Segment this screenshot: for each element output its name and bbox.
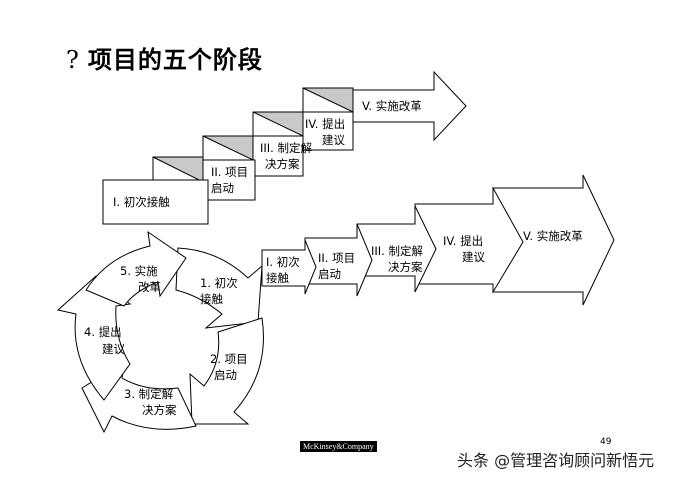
cycle-label-1a: 1. 初次 xyxy=(200,276,238,290)
cycle-segment-2 xyxy=(189,317,264,425)
arrow-step-1 xyxy=(261,239,317,295)
arrow-label-1b: 接触 xyxy=(266,271,289,285)
staircase-diagram xyxy=(102,70,467,225)
watermark-text: 头条 @管理咨询顾问新悟元 xyxy=(457,451,655,470)
arrow-sequence xyxy=(261,174,615,306)
arrow-label-4a: IV. 提出 xyxy=(443,234,483,248)
stair-label-3b: 决方案 xyxy=(265,157,300,171)
arrow-label-1a: I. 初次 xyxy=(266,255,300,269)
title-text: 项目的五个阶段 xyxy=(87,46,263,74)
cycle-label-3a: 3. 制定解 xyxy=(124,387,174,401)
stair-label-5: V. 实施改革 xyxy=(362,99,422,113)
cycle-label-2b: 启动 xyxy=(214,368,237,382)
cycle-label-5b: 改革 xyxy=(138,280,161,294)
cycle-diagram xyxy=(56,230,264,434)
page-title: ?项目的五个阶段 xyxy=(66,40,263,75)
arrow-step-3 xyxy=(356,205,437,293)
arrow-step-4 xyxy=(414,186,524,294)
title-marker: ? xyxy=(66,46,80,74)
cycle-segment-4 xyxy=(56,275,132,401)
page-number: 49 xyxy=(600,437,612,447)
cycle-label-3b: 决方案 xyxy=(142,403,177,417)
stair-step-1 xyxy=(102,179,209,225)
stair-label-1: I. 初次接触 xyxy=(113,195,170,209)
cycle-label-1b: 接触 xyxy=(200,292,223,306)
arrow-step-2 xyxy=(304,223,373,297)
arrow-label-2a: II. 项目 xyxy=(318,251,355,265)
cycle-label-2a: 2. 项目 xyxy=(210,352,248,366)
arrow-step-5 xyxy=(492,174,615,306)
stair-label-2a: II. 项目 xyxy=(211,165,248,179)
stair-label-4a: IV. 提出 xyxy=(305,117,345,131)
company-logo: McKinsey&Company xyxy=(300,441,377,452)
arrow-label-2b: 启动 xyxy=(318,267,341,281)
stair-label-3a: III. 制定解 xyxy=(260,141,312,155)
cycle-label-4a: 4. 提出 xyxy=(84,325,122,339)
arrow-label-4b: 建议 xyxy=(462,250,485,264)
arrow-label-3a: III. 制定解 xyxy=(371,244,423,258)
arrow-label-5: V. 实施改革 xyxy=(523,229,583,243)
stair-label-4b: 建议 xyxy=(322,133,345,147)
cycle-segment-5 xyxy=(85,230,187,307)
cycle-label-5a: 5. 实施 xyxy=(120,264,158,278)
cycle-label-4b: 建议 xyxy=(102,342,125,356)
arrow-label-3b: 决方案 xyxy=(388,260,423,274)
stair-label-2b: 启动 xyxy=(211,181,234,195)
stair-step-5 xyxy=(352,70,467,142)
